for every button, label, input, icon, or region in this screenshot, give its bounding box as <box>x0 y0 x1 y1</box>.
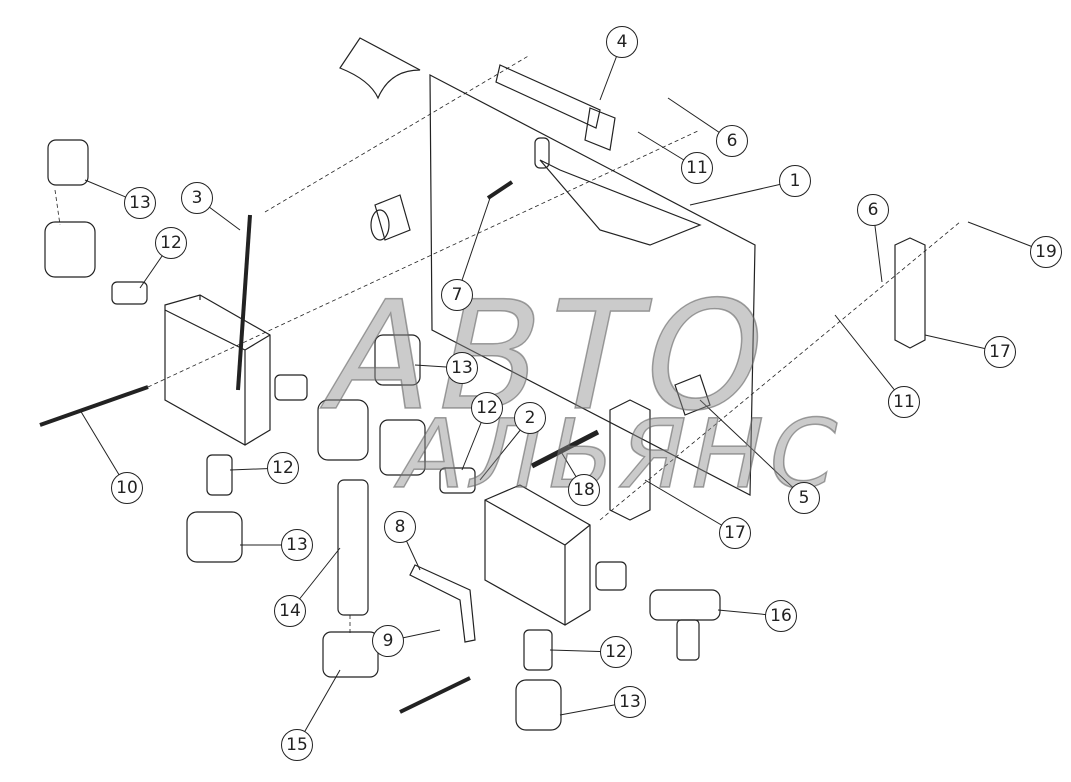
leader-line <box>834 314 905 403</box>
callout-13: 13 <box>124 187 156 219</box>
callout-12: 12 <box>471 392 503 424</box>
callout-12: 12 <box>155 227 187 259</box>
link-plate <box>894 237 926 349</box>
bolt <box>530 429 600 469</box>
callout-14: 14 <box>274 595 306 627</box>
callout-7: 7 <box>441 279 473 311</box>
callout-1: 1 <box>779 165 811 197</box>
leader-line <box>699 399 805 499</box>
spacer <box>374 194 411 241</box>
slot <box>534 137 550 169</box>
mounting-plate <box>339 37 756 496</box>
bracket-8 <box>409 564 476 643</box>
callout-19: 19 <box>1030 236 1062 268</box>
callout-12: 12 <box>267 452 299 484</box>
callout-18: 18 <box>568 474 600 506</box>
bolt <box>486 180 514 200</box>
bolt <box>39 385 149 427</box>
cylinder <box>495 64 616 151</box>
callout-13: 13 <box>281 529 313 561</box>
leader-line <box>456 197 491 296</box>
callout-16: 16 <box>765 600 797 632</box>
callout-13: 13 <box>446 352 478 384</box>
callout-4: 4 <box>606 26 638 58</box>
callout-6: 6 <box>716 125 748 157</box>
callout-11: 11 <box>888 386 920 418</box>
callout-3: 3 <box>181 182 213 214</box>
handle <box>236 214 252 391</box>
callout-9: 9 <box>372 625 404 657</box>
callout-11: 11 <box>681 152 713 184</box>
watermark-line2: АЛЬЯНС <box>388 399 854 511</box>
valve-block-right <box>484 484 591 626</box>
spacer <box>674 374 711 416</box>
plate-bracket <box>539 159 702 246</box>
bolt <box>399 676 471 714</box>
callout-10: 10 <box>111 472 143 504</box>
valve-block-left <box>164 294 271 446</box>
callout-2: 2 <box>514 402 546 434</box>
callout-12: 12 <box>600 636 632 668</box>
callout-6: 6 <box>857 194 889 226</box>
callout-17: 17 <box>719 517 751 549</box>
link-plate <box>609 399 651 521</box>
callout-15: 15 <box>281 729 313 761</box>
callout-5: 5 <box>788 482 820 514</box>
leader-line <box>689 180 796 206</box>
callout-8: 8 <box>384 511 416 543</box>
leader-line <box>644 479 736 534</box>
callout-13: 13 <box>614 686 646 718</box>
callout-17: 17 <box>984 336 1016 368</box>
